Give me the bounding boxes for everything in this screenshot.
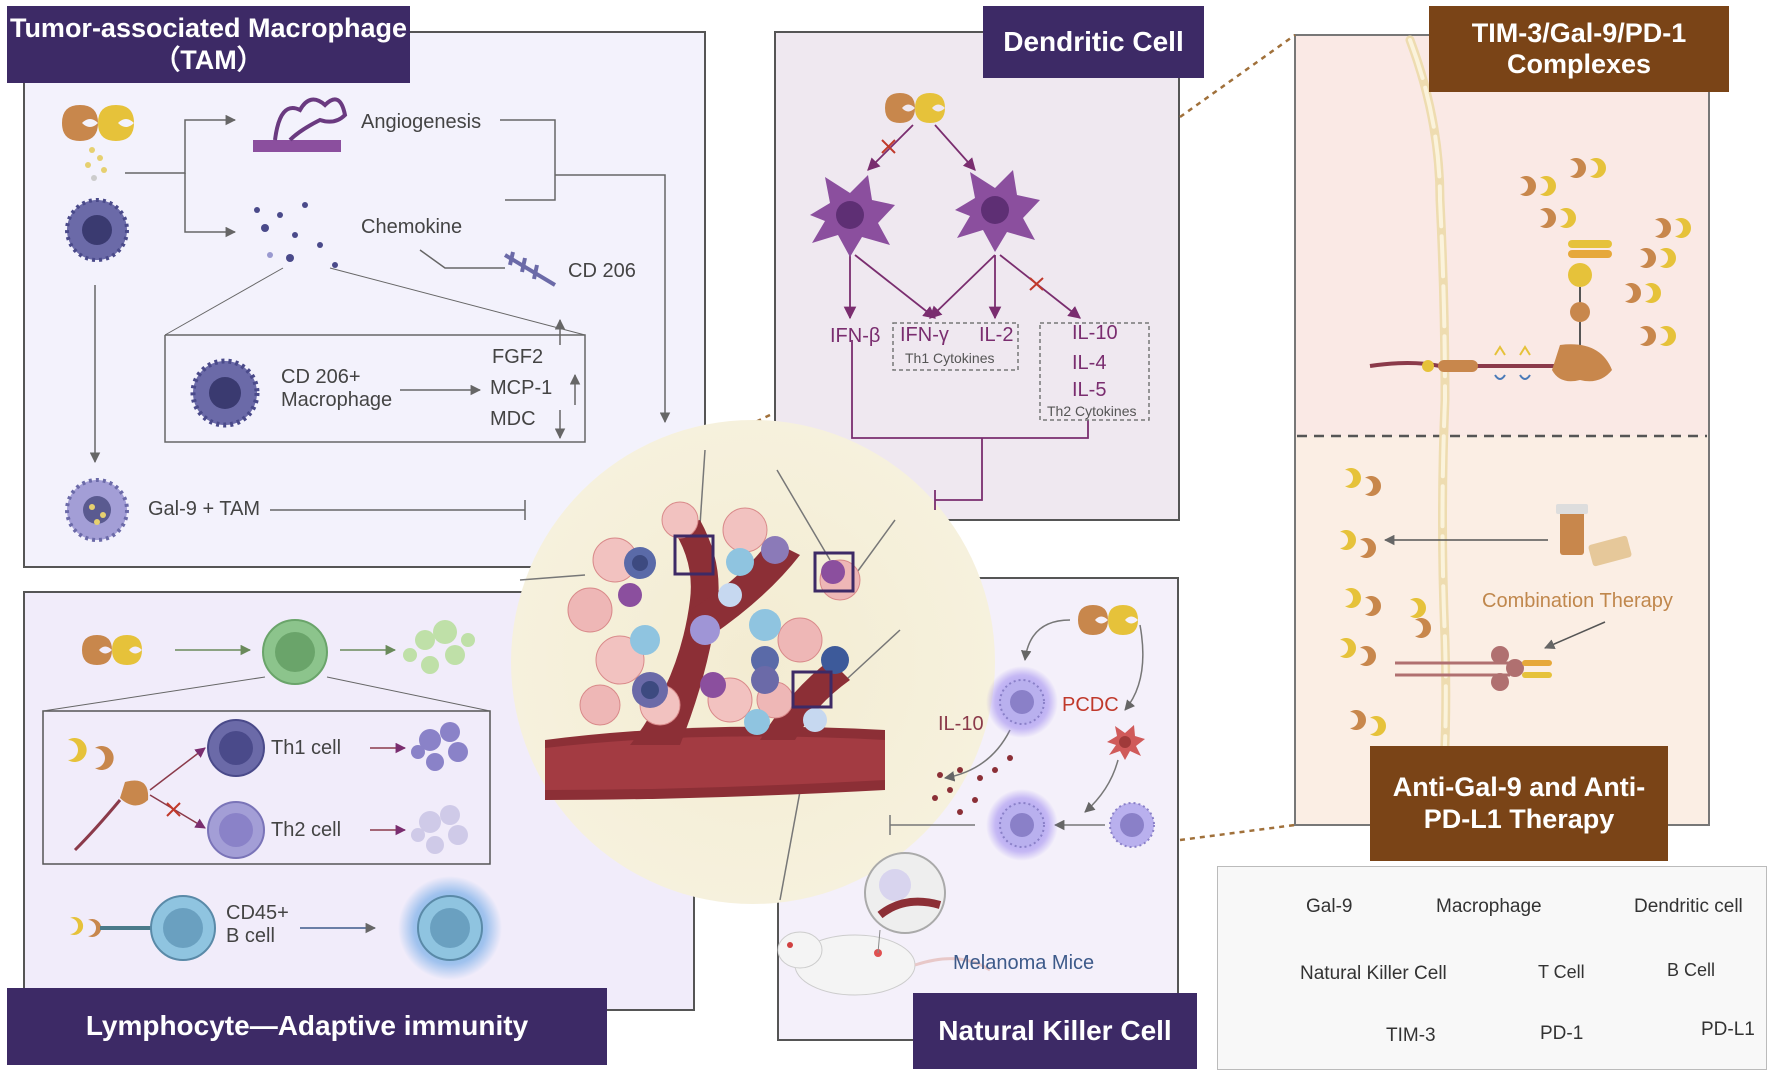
gal9-particles: [85, 147, 107, 181]
th-arrows: [149, 742, 407, 836]
dc-inhibit-marks: [881, 139, 1044, 291]
th2-inhibit-mark: [166, 802, 181, 817]
tam-title: Tumor-associated Macrophage（TAM）: [7, 6, 410, 83]
cell-membrane-inner: [1408, 38, 1448, 827]
pd1-receptor-complex: [1568, 240, 1612, 345]
th1-cell-label: Th1 cell: [271, 737, 342, 759]
nk-title: Natural Killer Cell: [913, 993, 1197, 1069]
legend-tim3-label: TIM-3: [1386, 1025, 1436, 1046]
cd206-macrophage-label: CD 206+ Macrophage: [281, 366, 393, 411]
complex-gal9-cluster: [1520, 157, 1691, 346]
pcdc-cell-icon: [1107, 725, 1145, 760]
th1-cytokines-label: Th1 Cytokines: [905, 350, 995, 366]
th2-cell-label: Th2 cell: [271, 819, 342, 841]
activated-b-cell-icon: [398, 876, 502, 980]
pcdc-label: PCDC: [1062, 694, 1119, 716]
legend-macrophage-label: Macrophage: [1436, 896, 1542, 917]
th-zoom-left: [42, 676, 266, 712]
b-cell-icon: [150, 895, 216, 961]
zoom-highlight-boxes: [673, 534, 855, 709]
th2-apoptotic-icon: [411, 805, 468, 854]
legend-tcell-label: T Cell: [1538, 962, 1585, 982]
nk-il10-label: IL-10: [938, 713, 984, 735]
t-cell-icon: [262, 619, 328, 685]
melanoma-mouse-icon: [777, 852, 991, 996]
cd206-macrophage-icon: [190, 358, 260, 428]
gal9-icon: [62, 105, 134, 141]
legend: [1217, 866, 1767, 1070]
apoptotic-t-cell-icon: [403, 620, 475, 674]
tam-arrows: [89, 114, 671, 520]
th-zoom-right: [326, 676, 491, 712]
legend-pd1-label: PD-1: [1540, 1023, 1584, 1044]
il2-label: IL-2: [979, 324, 1014, 346]
inset-zoom-line-left: [164, 267, 284, 336]
tim3-receptor: [1369, 344, 1612, 382]
lymphocyte-title: Lymphocyte—Adaptive immunity: [7, 988, 607, 1065]
th2-cell-icon: [207, 801, 265, 859]
drug-bottles-icon: [1556, 504, 1632, 567]
dendritic-cell-right: [955, 170, 1040, 252]
th2-cytokines-label: Th2 Cytokines: [1047, 403, 1137, 419]
gal9-tam-icon: [65, 478, 129, 542]
angiogenesis-label: Angiogenesis: [361, 111, 482, 133]
cd45-b-cell-label: CD45+ B cell: [226, 902, 289, 947]
legend-pdl1-label: PD-L1: [1701, 1019, 1755, 1040]
legend-nk-label: Natural Killer Cell: [1300, 963, 1447, 984]
nk-gal9-icon: [1078, 605, 1138, 635]
pdl1-pd1-blocked: [1395, 646, 1552, 691]
legend-gal9-label: Gal-9: [1306, 896, 1353, 917]
lymph-gal9-icon: [82, 635, 142, 665]
mdc-label: MDC: [490, 408, 536, 430]
cd206-label: CD 206: [568, 260, 636, 282]
nk-cell-bottom: [986, 789, 1058, 861]
nk-cell-top: [986, 666, 1058, 738]
nk-arrows: [889, 619, 1144, 835]
chemokine-label: Chemokine: [361, 216, 463, 238]
cd206-inset-box: [164, 334, 586, 443]
macrophage-icon: [65, 198, 129, 262]
dendritic-cell-left: [810, 175, 895, 257]
ifn-gamma-label: IFN-γ: [900, 324, 949, 346]
therapy-gal9-cluster: [1340, 468, 1431, 737]
cd206-receptor-icon: [503, 251, 557, 287]
inset-zoom-line-right: [329, 267, 586, 336]
th2-cytokine-box: [1039, 322, 1150, 421]
il10-particles: [932, 755, 1013, 815]
chemokine-particles: [254, 202, 338, 268]
il5-label: IL-5: [1072, 379, 1107, 401]
il10-label: IL-10: [1072, 322, 1118, 344]
ifn-beta-label: IFN-β: [830, 325, 881, 347]
therapy-title: Anti-Gal-9 and Anti-PD-L1 Therapy: [1370, 746, 1668, 861]
b-cell-gal9-tim3: [70, 917, 153, 938]
nk-cell-right: [1109, 802, 1155, 848]
mcp1-label: MCP-1: [490, 377, 553, 399]
blood-vessel: [545, 520, 885, 800]
angiogenesis-icon: [253, 97, 348, 152]
il4-label: IL-4: [1072, 352, 1107, 374]
fgf2-label: FGF2: [492, 346, 544, 368]
dendritic-title: Dendritic Cell: [983, 6, 1204, 78]
zoom-connector-bottom: [1179, 823, 1296, 842]
th-inset-box: [42, 710, 491, 865]
th1-apoptotic-icon: [411, 722, 468, 771]
zoom-connector-top: [1179, 33, 1296, 119]
tumor-immune-cells: [618, 536, 849, 735]
th1-cytokine-box: [892, 322, 1019, 371]
melanoma-mice-label: Melanoma Mice: [953, 952, 1095, 974]
combination-therapy-label: Combination Therapy: [1482, 590, 1673, 612]
gal9-tam-label: Gal-9 + TAM: [148, 498, 261, 520]
legend-bcell-label: B Cell: [1667, 960, 1716, 980]
tam-panel: [23, 31, 706, 568]
dc-gal9-icon: [885, 93, 945, 123]
therapy-arrows: [1383, 534, 1606, 650]
legend-dendritic-label: Dendritic cell: [1634, 896, 1743, 917]
complex-title: TIM-3/Gal-9/PD-1 Complexes: [1429, 6, 1729, 92]
th-gal9-tim3: [68, 738, 149, 852]
th1-cell-icon: [207, 719, 265, 777]
